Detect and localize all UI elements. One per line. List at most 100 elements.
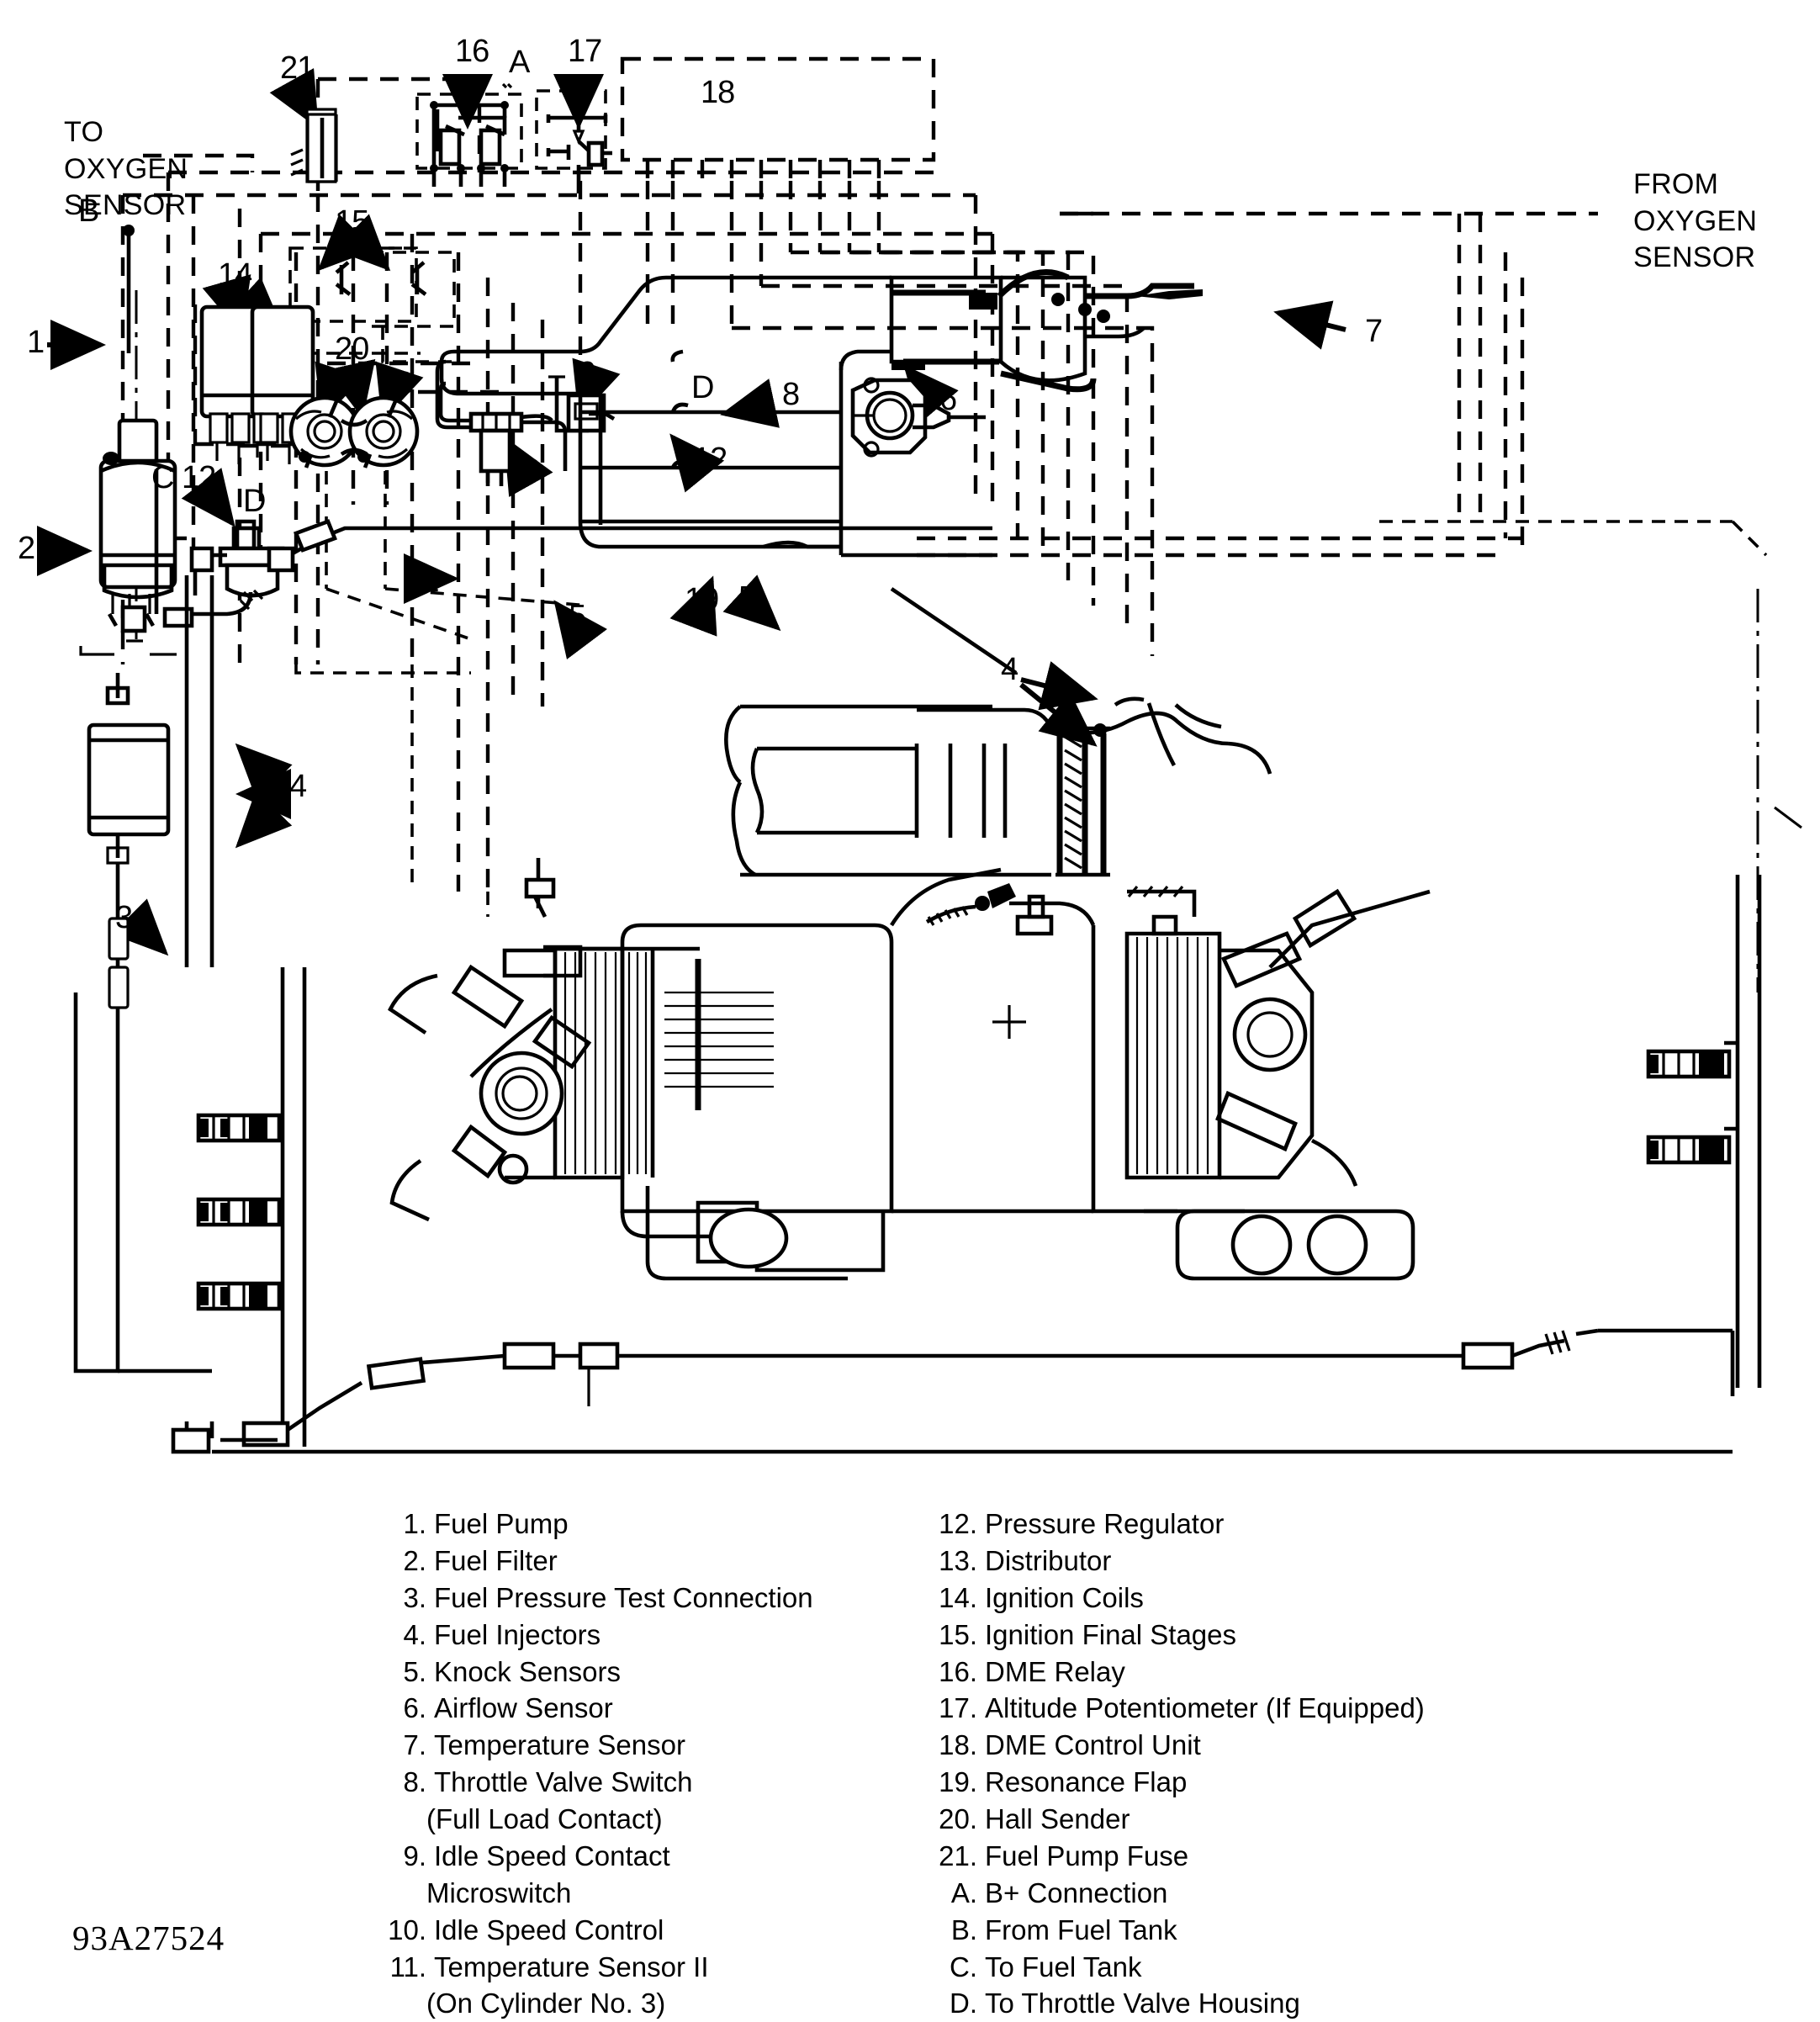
legend-item-number: 15. [939, 1618, 977, 1650]
legend-item-number: C. [950, 1951, 977, 1982]
legend-item-number: 13. [939, 1544, 977, 1576]
callout-6: 6 [939, 382, 957, 417]
legend-item-label: Fuel Injectors [434, 1618, 601, 1650]
callout-15: 15 [335, 204, 369, 240]
legend-item-label: Fuel Pressure Test Connection [434, 1581, 813, 1613]
legend-item: (Full Load Contact) [374, 1801, 813, 1838]
legend-item: D.To Throttle Valve Housing [925, 1985, 1425, 2022]
legend-item-number: A. [950, 1876, 977, 1908]
legend-item-label: Altitude Potentiometer (If Equipped) [985, 1692, 1425, 1724]
fuel-pump-fuse-symbol [290, 108, 338, 183]
legend-item-number: 11. [389, 1951, 426, 1982]
callout-20: 20 [335, 331, 369, 367]
legend-item-number: 1. [403, 1508, 426, 1539]
legend-item-number: 18. [939, 1729, 977, 1761]
legend-item-label: Resonance Flap [985, 1766, 1188, 1798]
drawing-number: 93A27524 [72, 1919, 225, 1957]
callout-19: 19 [685, 582, 719, 617]
legend-item-number: 10. [388, 1913, 426, 1945]
legend-item-label: (On Cylinder No. 3) [426, 1988, 666, 2019]
callout-5: 5 [738, 580, 756, 616]
intake-manifold-drawing [439, 269, 1203, 555]
legend-item: Microswitch [374, 1875, 813, 1912]
legend-item-number: 12. [939, 1508, 977, 1539]
legend-item: C. To Fuel Tank [925, 1949, 1425, 1986]
legend-item: 7.Temperature Sensor [374, 1727, 813, 1764]
legend-item: 16.DME Relay [925, 1654, 1425, 1691]
lower-intake-hoses [578, 521, 1272, 877]
legend-item-number: 2. [403, 1544, 426, 1576]
ignition-final-stage-symbols [335, 261, 427, 296]
legend-item: B.From Fuel Tank [925, 1912, 1425, 1949]
legend-item-label: DME Relay [985, 1655, 1125, 1687]
throttle-valve-switch-drawing [850, 377, 986, 458]
legend-item: A.B+ Connection [925, 1875, 1425, 1912]
legend-item-label: Temperature Sensor II [434, 1951, 709, 1982]
legend-item-label: To Throttle Valve Housing [985, 1988, 1300, 2019]
fuel-pump-drawing [79, 225, 177, 656]
callout-a: A [509, 45, 530, 80]
callout-12: 12 [182, 460, 216, 495]
spark-plug-caps-right [1724, 1040, 1738, 1131]
legend-item: 3.Fuel Pressure Test Connection [374, 1580, 813, 1617]
to-oxygen-sensor-label: TO OXYGEN SENSOR [64, 116, 188, 222]
legend-item-label: Ignition Final Stages [985, 1618, 1237, 1650]
legend-item-label: Microswitch [426, 1876, 572, 1908]
legend-item-label: Hall Sender [985, 1803, 1130, 1834]
legend-item: 2.Fuel Filter [374, 1543, 813, 1580]
legend-item-label: Temperature Sensor [434, 1729, 685, 1761]
legend-item-number: 17. [939, 1692, 977, 1724]
altitude-potentiometer-symbol [546, 114, 612, 193]
legend-item-number: 21. [939, 1839, 977, 1871]
legend-item: 18.DME Control Unit [925, 1727, 1425, 1764]
callout-7: 7 [1365, 314, 1383, 349]
callout-9: 9 [579, 356, 596, 391]
legend-item-number: 9. [403, 1839, 426, 1871]
legend-item-number: 5. [403, 1655, 426, 1687]
legend-item-number: 16. [939, 1655, 977, 1687]
callout-5: 5 [569, 599, 586, 634]
legend-item: 17.Altitude Potentiometer (If Equipped) [925, 1690, 1425, 1727]
wiring-harness [120, 56, 1809, 992]
legend-item: 19.Resonance Flap [925, 1764, 1425, 1801]
legend-item-number: 4. [403, 1618, 426, 1650]
legend-item: 21.Fuel Pump Fuse [925, 1838, 1425, 1875]
callout-12: 12 [693, 442, 727, 477]
callout-4: 4 [1001, 652, 1018, 687]
distributor-drawings [288, 393, 420, 468]
legend-item-number: 3. [403, 1581, 426, 1613]
legend-item-label: Distributor [985, 1544, 1112, 1576]
legend-item-number: 19. [939, 1766, 977, 1798]
legend-item-label: B+ Connection [985, 1876, 1168, 1908]
legend-item-label: Airflow Sensor [434, 1692, 613, 1724]
legend-item: 4.Fuel Injectors [374, 1617, 813, 1654]
fuel-injectors-left [196, 967, 307, 1447]
legend-item-number: 6. [403, 1692, 426, 1724]
callout-b: B [78, 193, 99, 229]
legend-item-label: Fuel Pump Fuse [985, 1839, 1189, 1871]
legend-item: 12.Pressure Regulator [925, 1506, 1425, 1543]
callout-d: D [691, 370, 714, 405]
legend-item: 13.Distributor [925, 1543, 1425, 1580]
legend-item: 15.Ignition Final Stages [925, 1617, 1425, 1654]
legend-item-number: 14. [939, 1581, 977, 1613]
callout-13: 13 [378, 366, 413, 401]
legend-item-label: Idle Speed Control [434, 1913, 664, 1945]
legend-item-label: Throttle Valve Switch [434, 1766, 693, 1798]
from-oxygen-sensor-label: FROM OXYGEN SENSOR [1633, 168, 1758, 274]
engine-block-drawing [388, 858, 1415, 1281]
callout-2: 2 [18, 531, 35, 566]
legend-item-label: Fuel Filter [434, 1544, 558, 1576]
legend-item-number: B. [950, 1913, 977, 1945]
callout-16: 16 [455, 34, 489, 69]
legend-item: (On Cylinder No. 3) [374, 1985, 813, 2022]
callout-13: 13 [317, 366, 352, 401]
legend-item-label: To Fuel Tank [985, 1951, 1142, 1982]
legend-item-label: From Fuel Tank [985, 1913, 1177, 1945]
legend-item: 20.Hall Sender [925, 1801, 1425, 1838]
legend-item: 5.Knock Sensors [374, 1654, 813, 1691]
fuel-injectors-right [1646, 875, 1762, 1388]
callout-4: 4 [289, 769, 307, 804]
